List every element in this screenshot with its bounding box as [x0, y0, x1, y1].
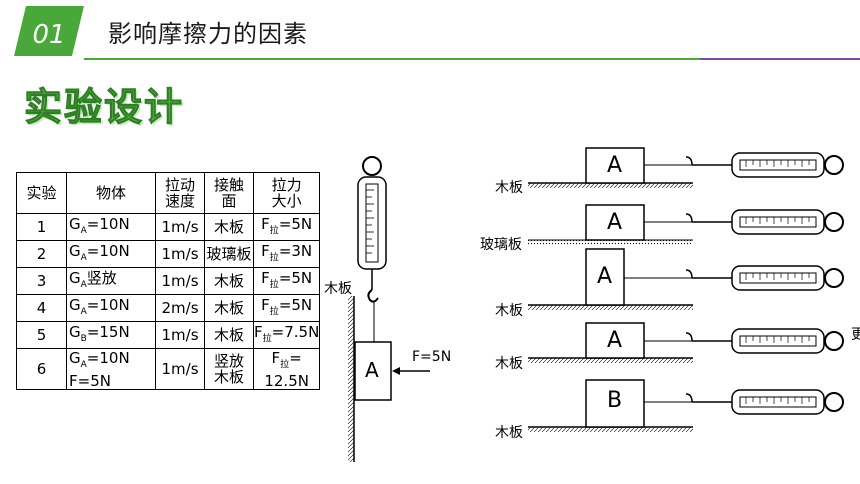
- header-text: 物体: [95, 184, 126, 202]
- surface-label: 木板: [495, 180, 523, 196]
- cell-object: GB=15N: [66, 321, 156, 349]
- vertical-setup-diagram: [348, 156, 430, 462]
- table-row: 5 GB=15N 1m/s 木板 F拉=7.5N: [16, 321, 321, 349]
- header-cell: 接触面: [204, 172, 254, 214]
- cell-object: GA=10N: [66, 213, 156, 241]
- edge-text-fragment: 更: [851, 327, 860, 343]
- header-divider: [84, 58, 860, 60]
- cell-object: GA=10N: [66, 240, 156, 268]
- cell-speed: 1m/s: [155, 213, 205, 241]
- cell-object: GA竖放: [66, 267, 156, 295]
- table-row: 2 GA=10N 1m/s 玻璃板 F拉=3N: [16, 240, 321, 268]
- setup-3: [528, 248, 844, 310]
- hook: [367, 289, 379, 303]
- block-a: [354, 341, 392, 401]
- cell-trial: 5: [16, 321, 67, 349]
- block: [585, 204, 645, 241]
- spring-scale: [685, 209, 844, 235]
- header-cell: 物体: [66, 172, 156, 214]
- cell-surface: 竖放木板: [204, 348, 254, 390]
- board-surface: [528, 305, 693, 310]
- cell-force: F拉=5N: [252, 267, 321, 295]
- vertical-board: [348, 296, 354, 462]
- cell-trial: 6: [16, 348, 67, 390]
- board-label: 木板: [324, 281, 352, 297]
- surface-label: 玻璃板: [480, 237, 522, 253]
- spring-scale-track: [365, 183, 379, 263]
- block: [585, 248, 625, 306]
- cell-speed: 2m/s: [155, 294, 205, 322]
- header-cell: 实验: [16, 172, 67, 214]
- cell-force: F拉=12.5N: [252, 348, 321, 390]
- header-cell: 拉力大小: [252, 172, 321, 214]
- experiment-table: 实验 物体 拉动速度 接触面 拉力大小 1 GA=10N 1m/s 木板 F拉=…: [16, 172, 321, 390]
- cell-speed: 1m/s: [155, 240, 205, 268]
- spring-scale: [685, 152, 844, 178]
- cell-trial: 4: [16, 294, 67, 322]
- glass-surface: [528, 240, 693, 245]
- board-surface: [528, 427, 693, 432]
- setup-2: [528, 204, 844, 245]
- block: [585, 379, 645, 428]
- header-text: 实验: [26, 184, 57, 202]
- block-label: A: [607, 328, 623, 353]
- table-header-row: 实验 物体 拉动速度 接触面 拉力大小: [16, 172, 321, 214]
- cell-force: F拉=7.5N: [252, 321, 321, 349]
- force-label: F=5N: [412, 349, 452, 365]
- cell-surface: 木板: [204, 267, 254, 295]
- page-title: 影响摩擦力的因素: [108, 20, 308, 48]
- board-surface: [528, 358, 693, 363]
- spring-scale-body: [357, 176, 387, 270]
- cell-surface: 玻璃板: [204, 240, 254, 268]
- block-label: A: [365, 358, 379, 382]
- cell-surface: 木板: [204, 213, 254, 241]
- cell-force: F拉=5N: [252, 213, 321, 241]
- spring-scale-ticks: [366, 189, 374, 254]
- block-label: A: [607, 153, 623, 178]
- cell-speed: 1m/s: [155, 321, 205, 349]
- block-label: A: [597, 264, 613, 289]
- surface-label: 木板: [495, 303, 523, 319]
- block: [585, 147, 645, 184]
- cell-trial: 3: [16, 267, 67, 295]
- block-label: A: [607, 210, 623, 235]
- cell-force: F拉=3N: [252, 240, 321, 268]
- cell-force: F拉=5N: [252, 294, 321, 322]
- table-row: 3 GA竖放 1m/s 木板 F拉=5N: [16, 267, 321, 295]
- cell-trial: 2: [16, 240, 67, 268]
- setup-4: [528, 322, 844, 363]
- cell-surface: 木板: [204, 294, 254, 322]
- cell-object: GA=10N: [66, 294, 156, 322]
- header-cell: 拉动速度: [155, 172, 205, 214]
- surface-label: 木板: [495, 425, 523, 441]
- section-title: 实验设计: [23, 85, 185, 130]
- cell-speed: 1m/s: [155, 348, 205, 390]
- surface-label: 木板: [495, 356, 523, 372]
- cell-trial: 1: [16, 213, 67, 241]
- board-surface: [528, 183, 693, 188]
- header-badge: [14, 6, 84, 56]
- block-label: B: [607, 388, 623, 413]
- spring-scale: [685, 389, 844, 415]
- spring-scale: [685, 265, 844, 291]
- cell-speed: 1m/s: [155, 267, 205, 295]
- cell-surface: 木板: [204, 321, 254, 349]
- horizontal-setups-diagram: [528, 147, 844, 432]
- setup-1: [528, 147, 844, 188]
- spring-scale-ring: [362, 156, 382, 176]
- spring-scale: [685, 328, 844, 354]
- header-divider-accent: [700, 58, 860, 60]
- table-row: 1 GA=10N 1m/s 木板 F拉=5N: [16, 213, 321, 241]
- section-number: 01: [32, 20, 66, 50]
- setup-5: [528, 379, 844, 432]
- table-row: 4 GA=10N 2m/s 木板 F拉=5N: [16, 294, 321, 322]
- block: [585, 322, 645, 359]
